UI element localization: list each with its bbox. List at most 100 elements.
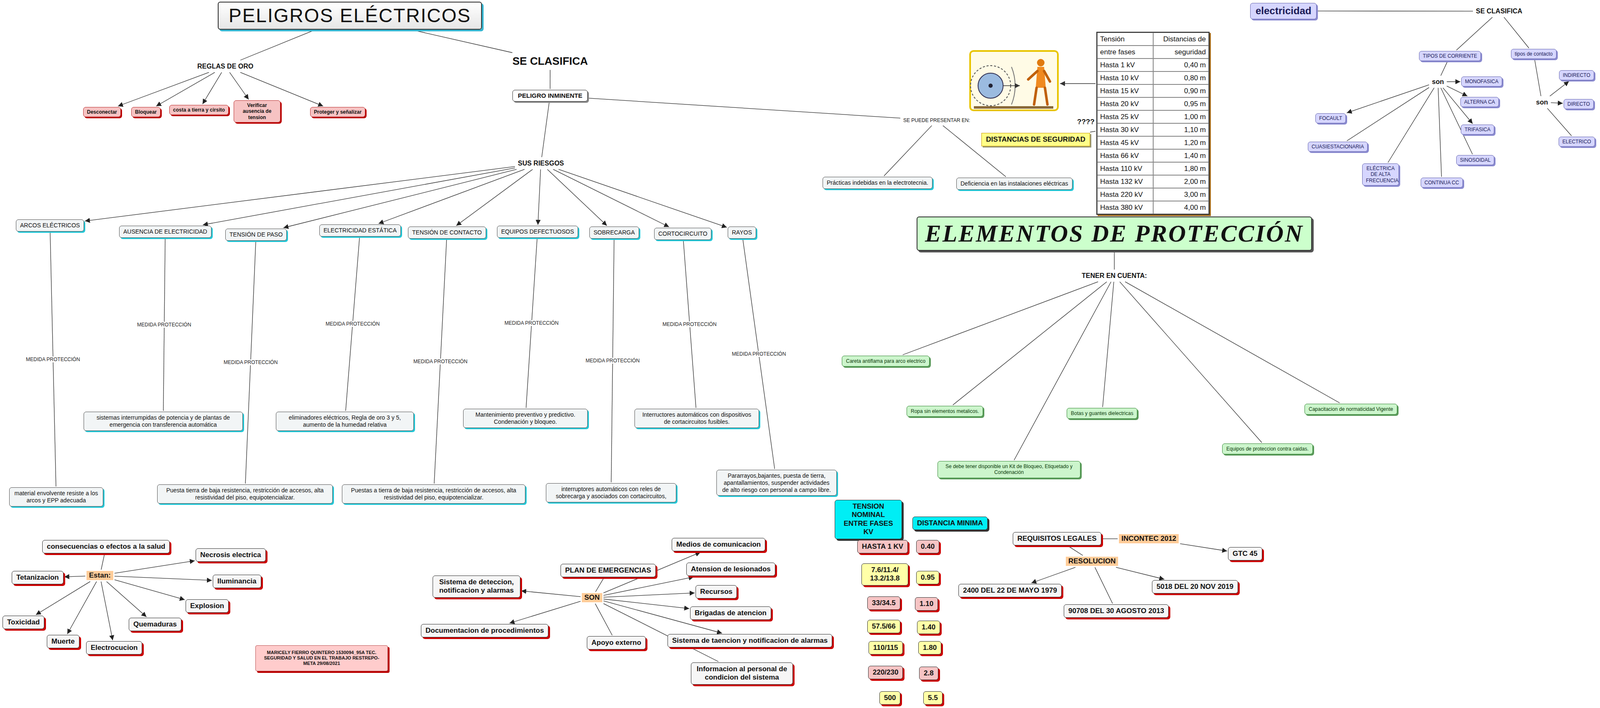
protection-element-box: Botas y guantes dielectricas (1066, 407, 1138, 419)
connector-line (1014, 281, 1111, 461)
connector-line (1503, 17, 1529, 49)
node-text: ELECTRICIDAD ESTÁTICA (323, 226, 397, 235)
concept-box: Explosion (185, 599, 229, 613)
connector-line (1456, 17, 1493, 51)
table-cell-box: 33/34.5 (867, 596, 901, 610)
hazard-box: PELIGRO INMINENTE (512, 89, 588, 102)
connector-line (84, 166, 515, 221)
connector-line (595, 603, 613, 636)
current-type-box: ELECTRICO (1558, 136, 1595, 147)
connector-line (549, 69, 551, 90)
connector-line (1031, 567, 1076, 584)
table-to-illustration-arrow (1059, 83, 1096, 85)
concept-box: GTC 45 (1228, 547, 1263, 561)
table-cell-box: 0.95 (916, 570, 940, 585)
concept-word: TENER EN CUENTA: (1080, 270, 1149, 281)
node-text: 33/34.5 (871, 598, 896, 608)
concept-box: 5018 DEL 20 NOV 2019 (1151, 580, 1239, 594)
connector-line (240, 30, 314, 61)
node-text: eliminadores eléctricos, Regla de oro 3 … (280, 414, 410, 429)
connector-line (603, 576, 694, 596)
risk-box: Interructores automáticos con dispositiv… (634, 408, 760, 429)
node-text: Quemaduras (133, 620, 177, 629)
connector-line (588, 98, 901, 119)
connector-line (595, 578, 604, 592)
node-text: Recursos (700, 587, 733, 597)
risk-box: TENSIÓN DE CONTACTO (407, 226, 487, 239)
node-text: 1.40 (921, 623, 936, 632)
node-text: Proteger y señalizar (313, 109, 362, 115)
node-text: 1,80 m (1153, 162, 1210, 176)
node-text: PELIGRO INMINENTE (517, 91, 583, 100)
connector-line (1068, 546, 1083, 556)
table-cell-box: 5.5 (923, 691, 943, 705)
current-type-box: ELÉCTRICA DE ALTA FRECUENCIA (1362, 163, 1399, 186)
edge-label: MEDIDA PROTECCIÓN (730, 351, 788, 357)
risk-box: CORTOCIRCUITO (654, 227, 712, 240)
connector-line (1102, 538, 1118, 540)
table-cell-box: 500 (879, 691, 901, 705)
node-text: Sistema de taencion y notificacion de al… (672, 636, 828, 645)
table-cell-box: 7.6/11.4/ 13.2/13.8 (861, 563, 909, 586)
node-text: Apoyo externo (591, 638, 642, 648)
node-text: 500 (884, 693, 896, 703)
risk-box: AUSENCIA DE ELECTRICIDAD (119, 225, 212, 238)
risk-box: sistemas interrumpidas de potencia y de … (83, 411, 243, 431)
edge-label: MEDIDA PROTECCIÓN (584, 357, 641, 364)
title-box: PELIGROS ELÉCTRICOS (217, 1, 482, 30)
risk-box: Deficiencia en las instalaciones eléctri… (956, 177, 1073, 190)
connector-line (558, 169, 727, 228)
node-text: sistemas interrumpidas de potencia y de … (87, 414, 239, 429)
node-text: Hasta 20 kV (1097, 97, 1154, 111)
concept-word: REGLAS DE ORO (195, 61, 255, 72)
danger-zone (978, 73, 1004, 99)
concept-box: PLAN DE EMERGENCIAS (560, 563, 656, 578)
node-text: 1.10 (919, 599, 934, 609)
node-text: Muerte (51, 637, 75, 646)
node-text: EQUIPOS DEFECTUOSOS (501, 228, 574, 236)
worker-limbs (1028, 71, 1050, 105)
concept-box: Necrosis electrica (195, 548, 266, 562)
current-type-box: FOCAULT (1315, 113, 1346, 124)
risk-box: ELECTRICIDAD ESTÁTICA (319, 224, 401, 237)
node-text: PLAN DE EMERGENCIAS (565, 566, 652, 575)
node-text: TENSIÓN DE CONTACTO (412, 229, 482, 237)
node-text: AUSENCIA DE ELECTRICIDAD (123, 228, 208, 236)
node-text: Equipos de proteccion contra caidas. (1226, 445, 1309, 452)
connector-line (1549, 81, 1570, 97)
risk-box: EQUIPOS DEFECTUOSOS (496, 225, 579, 238)
table-header-box: DISTANCIA MINIMA (912, 516, 988, 530)
edge-label: MEDIDA PROTECCIÓN (222, 359, 279, 366)
node-text: Puesta tierra de baja resistencia, restr… (161, 486, 329, 502)
concept-box: Tetanizacion (11, 570, 64, 585)
node-text: Necrosis electrica (200, 550, 262, 560)
node-text: Interructores automáticos con dispositiv… (638, 411, 755, 426)
node-text: TIPOS DE CORRIENTE (1422, 53, 1478, 59)
node-text: 0,80 m (1153, 71, 1210, 85)
node-text: Hasta 15 kV (1097, 84, 1154, 98)
connector-line (456, 169, 533, 226)
golden-rule-box: Verificar ausencia de tension (233, 100, 281, 123)
connector-line (1113, 251, 1115, 270)
node-text: Tetanizacion (16, 573, 59, 582)
concept-box: Brigadas de atencion (690, 606, 772, 620)
section-label-box: DISTANCIAS DE SEGURIDAD (981, 132, 1091, 147)
risk-box: Puestas a tierra de baja resistencia, re… (341, 484, 526, 504)
current-type-box: SINOSOIDAL (1456, 155, 1495, 166)
node-text: Atension de lesionados (690, 565, 771, 574)
connector-line (156, 72, 215, 107)
node-text: 5.5 (927, 693, 938, 703)
connector-word: SON (581, 593, 603, 603)
connector-line (509, 601, 581, 624)
node-text: 2400 DEL 22 DE MAYO 1979 (963, 586, 1058, 595)
node-text: SE CLASIFICA (512, 54, 589, 68)
protection-element-box: Capacitacion de normaticidad Vigente (1304, 403, 1398, 415)
concept-box: Sistema de deteccion, notificacion y ala… (432, 575, 521, 598)
risk-box: material envolvente resiste a los arcos … (9, 487, 104, 507)
safety-zone-illustration (970, 50, 1058, 111)
connector-word: Estan: (86, 570, 114, 581)
table-cell-box: 0.40 (916, 540, 940, 554)
node-text: Ropa sin elementos metalicos. (910, 408, 979, 415)
node-text: TENSIÓN DE PASO (229, 231, 283, 239)
connector-line (1125, 281, 1340, 403)
